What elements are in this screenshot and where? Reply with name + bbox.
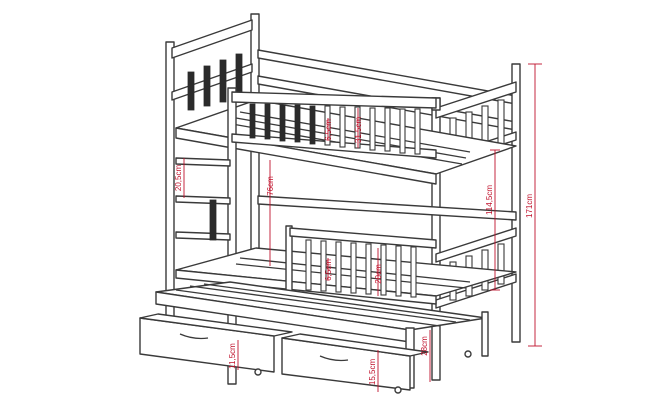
dim-slat-gap-lower: 6,5cm [324, 259, 333, 281]
dim-drawer-height: 11,5cm [228, 343, 237, 369]
drawers [139, 313, 472, 394]
dim-trundle-height: 15,5cm [368, 359, 377, 386]
dimension-lines [183, 63, 542, 392]
dim-total-height: 171cm [525, 194, 534, 218]
right-headboard [431, 63, 521, 381]
dim-rail-height-upper: 31,5cm [354, 117, 363, 144]
dim-leg-clearance: 28cm [420, 336, 429, 356]
dim-clearance-under-upper: 76cm [266, 176, 275, 196]
dim-lower-to-upper: 114,5cm [485, 185, 494, 215]
front-guard-upper [231, 91, 437, 159]
dim-ladder-step: 20,5cm [174, 165, 183, 192]
dim-rail-height-lower: 20cm [374, 264, 383, 284]
dim-slat-gap-upper: 6,5cm [324, 119, 333, 141]
lower-bed [175, 195, 517, 307]
ladder [175, 157, 231, 241]
